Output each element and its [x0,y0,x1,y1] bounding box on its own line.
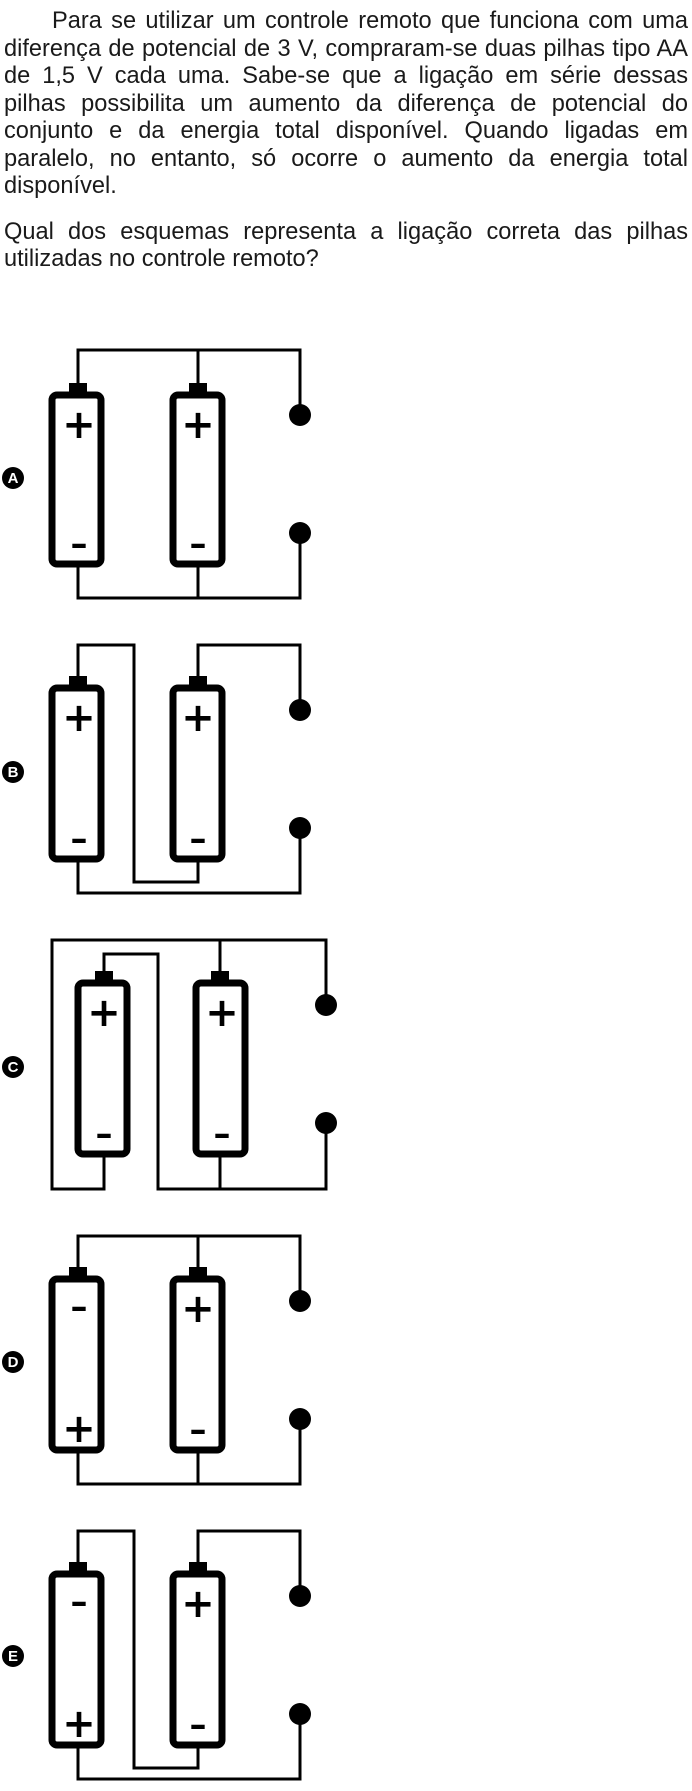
option-a-battery-2 [169,391,226,568]
option-c-terminal-bottom [315,1112,337,1134]
option-b-terminal-bottom [289,817,311,839]
option-b-battery-2-bottom-sign: – [190,819,207,859]
option-e-battery-1 [48,1570,105,1749]
option-d-battery-1-bottom-sign: + [62,1406,96,1452]
option-e-wires [76,1529,302,1781]
option-a-terminal-bottom [289,522,311,544]
option-c-battery-2-top-sign: + [205,990,239,1036]
option-e-terminal-bottom [289,1703,311,1725]
option-a-battery-1-top-sign: + [62,402,96,448]
option-b-battery-2 [169,684,226,863]
option-d-letter: D [8,1354,19,1371]
question-text: Para se utilizar um controle remoto que … [4,8,688,292]
answer-options-figure: + – + – + – + – + – + – – + + – – + + – … [0,335,692,1791]
option-d-battery-2 [169,1275,226,1454]
option-e-terminal-top [289,1585,311,1607]
option-a-terminal-top [289,404,311,426]
option-e-battery-1-top-sign: – [71,1582,88,1622]
option-e-battery-2-bottom-sign: – [190,1705,207,1745]
option-c-terminal-top [315,994,337,1016]
question-paragraph-prompt: Qual dos esquemas representa a ligação c… [4,218,688,273]
option-e-letter: E [8,1648,18,1665]
option-b-battery-1 [48,684,105,863]
option-c-battery-2-bottom-sign: – [214,1114,231,1154]
option-a-battery-2-bottom-sign: – [190,524,207,564]
option-b-battery-2-top-sign: + [181,695,215,741]
option-b-terminal-top [289,699,311,721]
option-d-battery-1-terminal [69,1267,87,1277]
option-c-battery-2-terminal [211,971,229,981]
option-e-battery-2-terminal [189,1562,207,1572]
option-c-battery-1 [74,979,131,1158]
option-b-battery-2-terminal [189,676,207,686]
option-a-battery-2-terminal [189,383,207,393]
option-c-battery-1-bottom-sign: – [96,1114,113,1154]
option-d-wires [76,1234,302,1486]
option-d-terminal-top [289,1290,311,1312]
option-c-battery-1-terminal [95,971,113,981]
option-e-battery-2-top-sign: + [181,1581,215,1627]
option-a-wires [76,348,302,600]
option-b-battery-1-terminal [69,676,87,686]
option-c-battery-1-top-sign: + [87,990,121,1036]
option-d-battery-2-bottom-sign: – [190,1410,207,1450]
option-b-letter: B [8,764,19,781]
option-d-battery-2-top-sign: + [181,1286,215,1332]
option-c-letter: C [8,1059,19,1076]
question-paragraph-intro: Para se utilizar um controle remoto que … [4,8,688,199]
option-d-terminal-bottom [289,1408,311,1430]
option-e-battery-1-bottom-sign: + [62,1701,96,1747]
option-d-battery-2-terminal [189,1267,207,1277]
option-a-letter: A [8,470,19,487]
option-e-battery-2 [169,1570,226,1749]
option-e-marker[interactable]: E [2,1645,24,1667]
option-a-battery-2-top-sign: + [181,402,215,448]
option-c-marker[interactable]: C [2,1056,24,1078]
option-a-battery-1-bottom-sign: – [71,524,88,564]
option-d-marker[interactable]: D [2,1351,24,1373]
option-a-battery-1-terminal [69,383,87,393]
option-b-wires [76,643,302,895]
option-d-battery-1 [48,1275,105,1454]
option-a-battery-1 [48,391,105,568]
option-d-battery-1-top-sign: – [71,1287,88,1327]
option-b-battery-1-bottom-sign: – [71,819,88,859]
option-a-marker[interactable]: A [2,467,24,489]
option-b-marker[interactable]: B [2,761,24,783]
option-e-battery-1-terminal [69,1562,87,1572]
option-b-battery-1-top-sign: + [62,695,96,741]
option-c-wires [50,938,328,1191]
option-c-battery-2 [192,979,249,1158]
